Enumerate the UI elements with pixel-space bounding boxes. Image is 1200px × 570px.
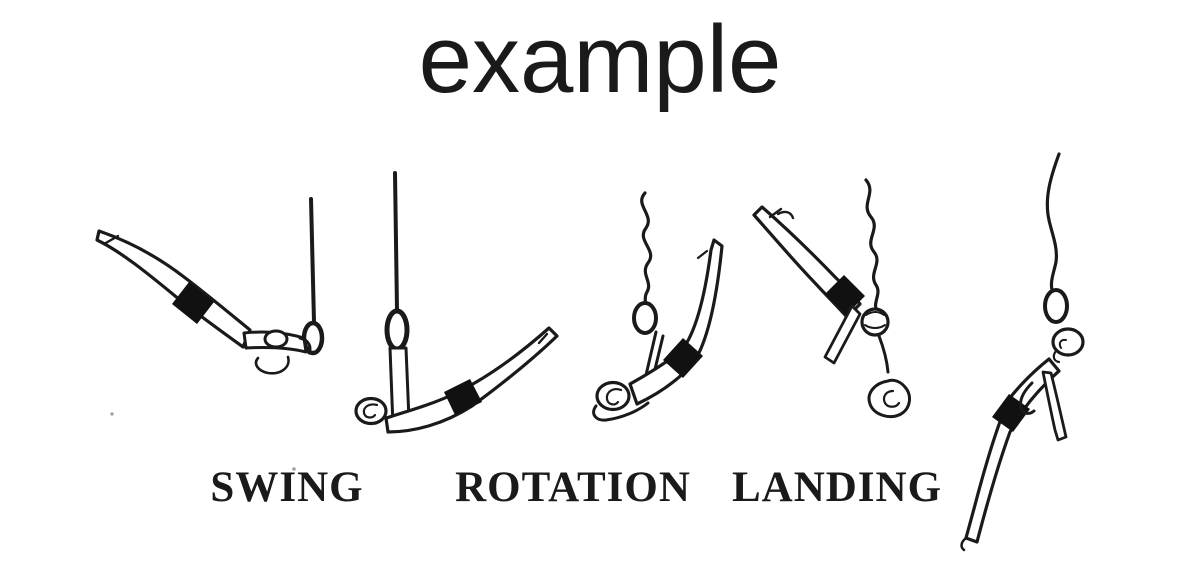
gymnast-release-icon bbox=[592, 191, 724, 422]
head bbox=[1051, 327, 1085, 357]
lower-arm bbox=[877, 334, 890, 374]
chin-curl bbox=[254, 355, 290, 375]
slack-rope bbox=[640, 191, 653, 305]
phase-label-swing: SWING bbox=[210, 464, 364, 511]
head bbox=[860, 307, 890, 337]
head bbox=[263, 329, 289, 349]
scan-speck bbox=[292, 467, 296, 471]
ring bbox=[1043, 288, 1069, 324]
hand-curl bbox=[882, 389, 901, 408]
body bbox=[384, 326, 559, 434]
bent-arm bbox=[1019, 381, 1036, 415]
shorts bbox=[444, 379, 482, 415]
hand-grip bbox=[298, 336, 312, 355]
rope bbox=[393, 171, 399, 312]
foot-line bbox=[768, 207, 783, 219]
front-arm bbox=[1041, 370, 1068, 442]
phase-label-rotation: ROTATION bbox=[455, 464, 691, 511]
scan-speck bbox=[110, 412, 114, 416]
gymnast-landing-descent-icon bbox=[960, 152, 1085, 552]
shorts bbox=[825, 275, 865, 315]
ring bbox=[384, 308, 410, 352]
face-curl bbox=[362, 403, 379, 419]
face-line bbox=[864, 324, 886, 329]
curled-arm bbox=[592, 401, 650, 422]
head bbox=[354, 396, 388, 426]
rope bbox=[309, 197, 316, 324]
spread-arm bbox=[823, 304, 862, 365]
foot-hook bbox=[960, 536, 968, 552]
foot-line bbox=[696, 249, 709, 260]
foot-line bbox=[102, 234, 120, 246]
face-line bbox=[865, 311, 885, 316]
clasped-hands bbox=[867, 378, 911, 419]
slack-rope bbox=[1045, 152, 1061, 292]
gymnast-inverted-rotation-icon bbox=[752, 178, 911, 419]
shorts bbox=[663, 338, 703, 378]
page-title: example bbox=[418, 6, 782, 113]
body bbox=[95, 229, 252, 349]
face-curl bbox=[605, 388, 623, 406]
gymnast-bottom-of-swing-icon bbox=[354, 171, 559, 434]
foot-line bbox=[537, 332, 549, 345]
chin-curl bbox=[1052, 348, 1061, 364]
second-foot bbox=[776, 210, 795, 220]
phase-label-landing: LANDING bbox=[731, 464, 943, 511]
shorts bbox=[172, 282, 214, 324]
ear-curl bbox=[1058, 338, 1067, 349]
gymnast-swing-extended-icon bbox=[95, 197, 325, 375]
ring bbox=[632, 301, 658, 335]
